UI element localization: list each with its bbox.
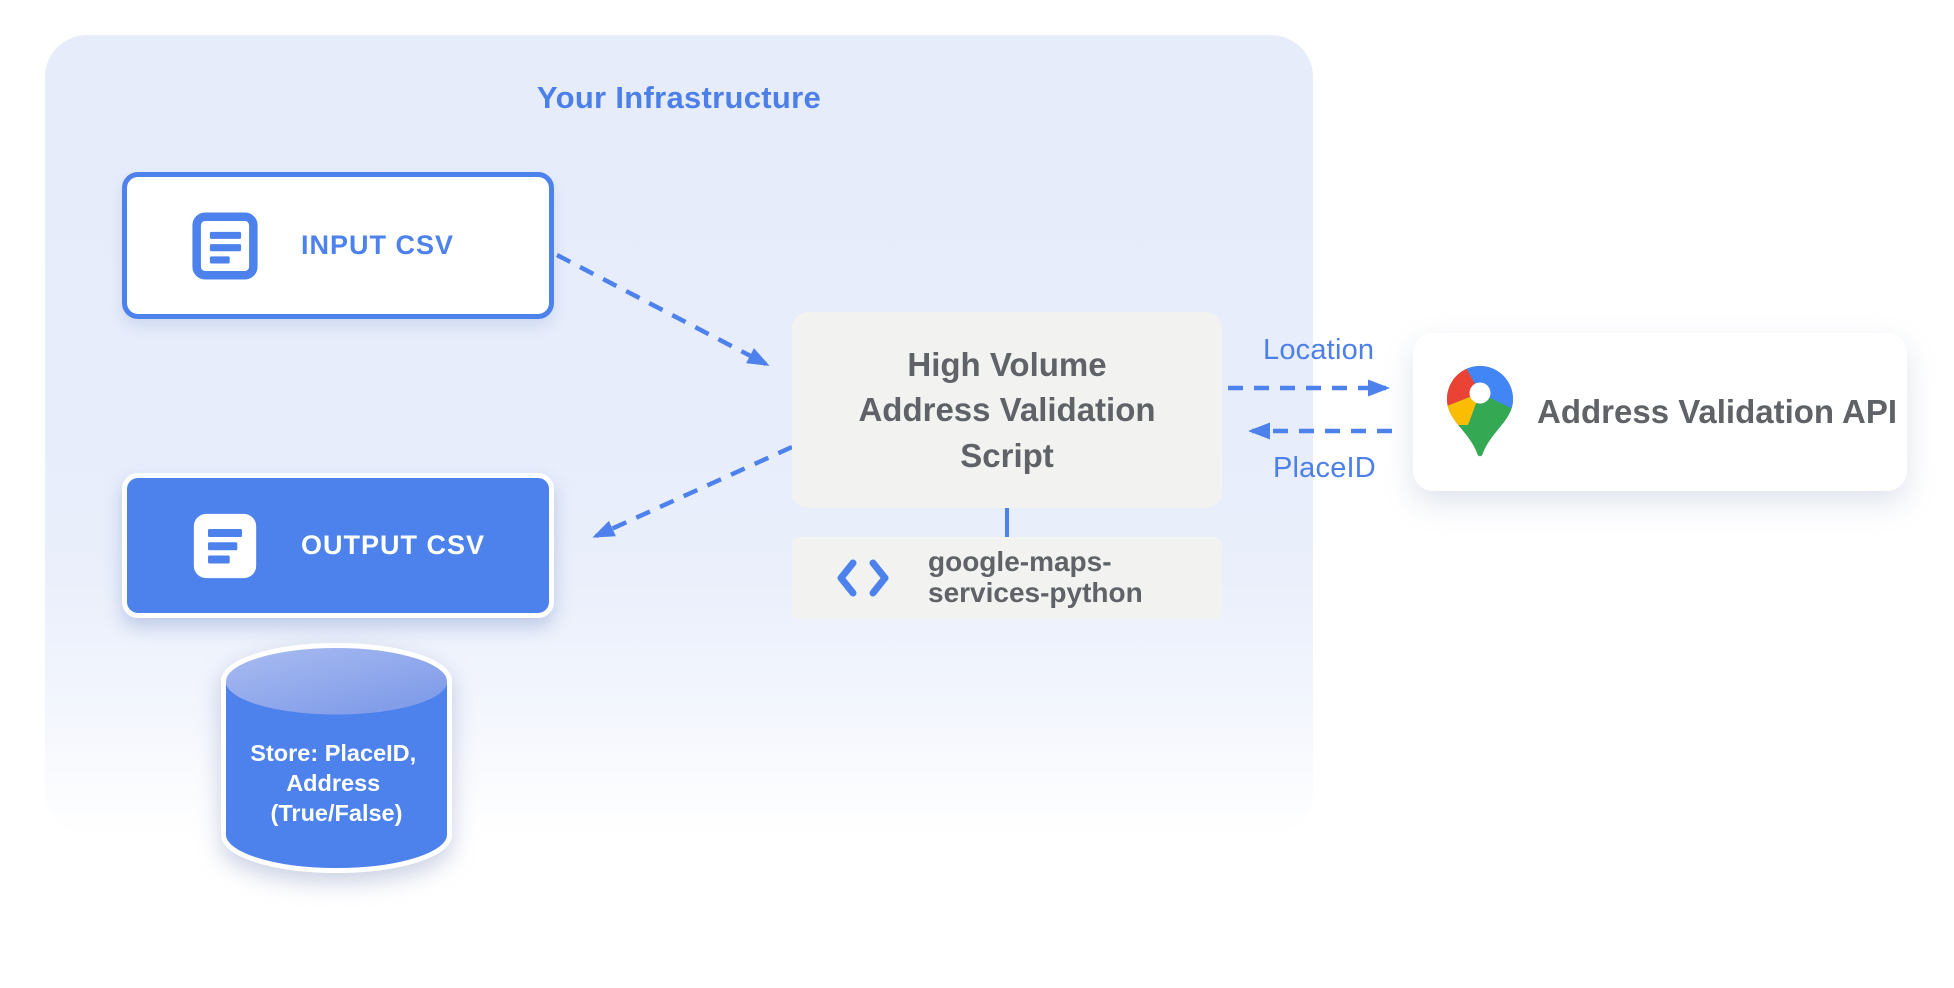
input-csv-label: INPUT CSV (301, 230, 455, 260)
datastore-cylinder: Store: PlaceID, Address (True/False) (219, 641, 454, 877)
script-label-line3: Script (960, 436, 1054, 474)
output-csv-label: OUTPUT CSV (301, 530, 486, 560)
library-node: google-maps- services-python (792, 537, 1222, 619)
code-icon (837, 559, 889, 597)
group-title: Your Infrastructure (536, 80, 822, 115)
location-edge-label: Location (1263, 334, 1375, 366)
address-validation-api-label: Address Validation API (1537, 393, 1898, 430)
script-node: High Volume Address Validation Script (792, 312, 1222, 508)
library-label: google-maps- services-python (928, 546, 1143, 609)
script-label-line2: Address Validation (858, 391, 1156, 429)
placeid-edge-label: PlaceID (1273, 452, 1376, 484)
database-icon: Store: PlaceID, Address (True/False) (221, 643, 452, 873)
script-label-line1: High Volume (907, 345, 1107, 383)
output-csv-node: OUTPUT CSV (122, 473, 554, 618)
datastore-label: Store: PlaceID, Address (True/False) (250, 740, 422, 826)
library-label-line2: services-python (928, 577, 1143, 608)
google-maps-pin-icon (1447, 366, 1513, 457)
address-validation-api-node: Address Validation API (1413, 333, 1907, 491)
library-label-line1: google-maps- (928, 546, 1112, 578)
input-csv-node: INPUT CSV (122, 172, 554, 319)
document-lines-icon (193, 513, 257, 578)
script-label: High Volume Address Validation Script (858, 342, 1155, 479)
document-lines-icon (192, 211, 258, 280)
